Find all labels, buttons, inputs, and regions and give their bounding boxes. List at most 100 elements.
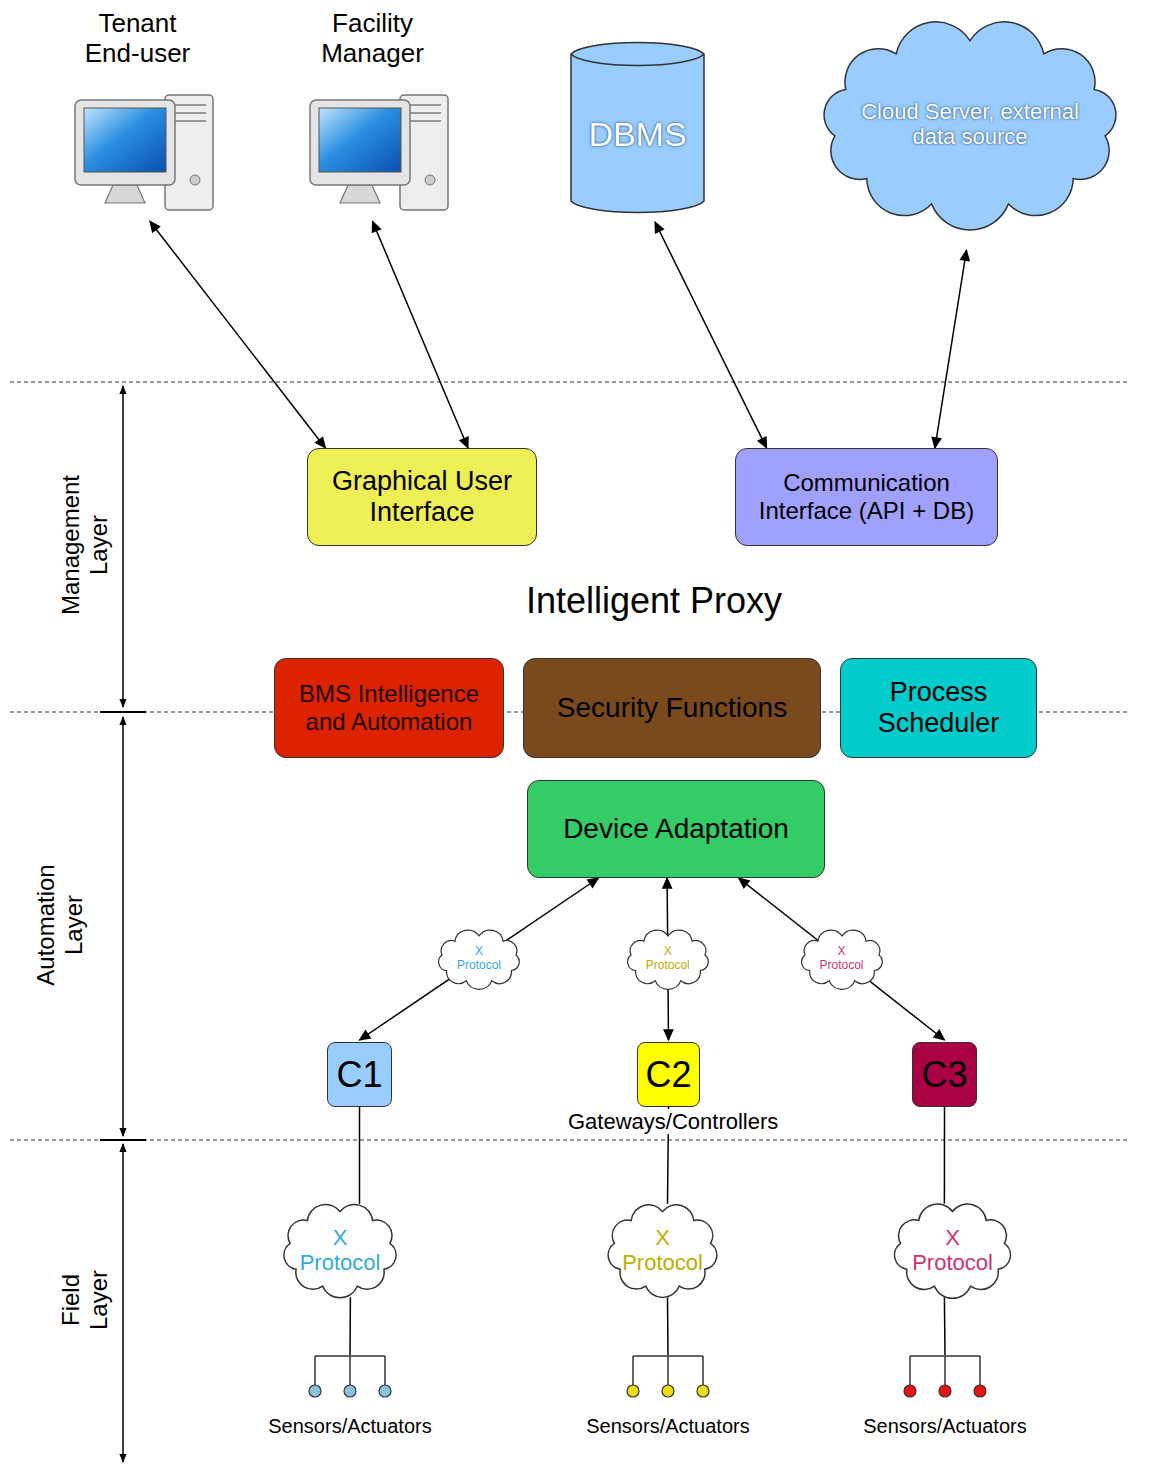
connector bbox=[935, 250, 967, 448]
sensor-dot bbox=[309, 1385, 321, 1397]
sensor-dot bbox=[344, 1385, 356, 1397]
cloud-outline bbox=[284, 1204, 396, 1297]
process-box: Device Adaptation bbox=[527, 780, 825, 878]
node-text: Tenant End-user bbox=[70, 9, 205, 69]
cloud-outline bbox=[824, 22, 1116, 230]
proxy-container: Intelligent Proxy Graphical User Interfac… bbox=[243, 412, 1065, 910]
monitor-screen bbox=[319, 108, 401, 172]
sensor-wiring bbox=[315, 1356, 385, 1385]
process-box: Graphical User Interface bbox=[307, 448, 537, 546]
sensor-group: Sensors/Actuators bbox=[568, 1355, 768, 1440]
monitor-screen bbox=[84, 108, 166, 172]
protocol-cloud: X Protocol bbox=[600, 1195, 725, 1305]
connector bbox=[655, 222, 767, 448]
connector bbox=[360, 878, 599, 1040]
node-text: Device Adaptation bbox=[563, 813, 789, 845]
edge-label: X Protocol bbox=[641, 945, 695, 973]
monitor-frame bbox=[75, 100, 175, 185]
controller-box: C2 bbox=[637, 1042, 700, 1107]
drop-wire bbox=[632, 1356, 634, 1385]
node-text: Sensors/Actuators bbox=[268, 1415, 431, 1438]
monitor-stand bbox=[340, 185, 380, 203]
drop-wire bbox=[979, 1356, 981, 1385]
node-text: Sensors/Actuators bbox=[863, 1415, 1026, 1438]
node-text: Communication Interface (API + DB) bbox=[742, 469, 991, 524]
layer-label: Field Layer bbox=[56, 1260, 114, 1340]
cloud-outline bbox=[895, 1204, 1011, 1298]
layer-divider bbox=[10, 382, 1130, 1140]
connector bbox=[739, 878, 945, 1040]
cylinder-rim bbox=[571, 54, 704, 66]
connector bbox=[359, 1107, 361, 1204]
protocol-cloud: X Protocol bbox=[885, 1195, 1020, 1305]
controller-box: C1 bbox=[327, 1042, 392, 1107]
node-text: Sensors/Actuators bbox=[586, 1415, 749, 1438]
node-text: X Protocol bbox=[295, 1225, 385, 1276]
drop-wire bbox=[384, 1356, 386, 1385]
protocol-cloud-label: X Protocol bbox=[431, 926, 527, 992]
sensor-dot bbox=[974, 1385, 986, 1397]
connector bbox=[667, 1297, 669, 1355]
sensor-dot bbox=[627, 1385, 639, 1397]
drive-bay bbox=[407, 104, 441, 106]
sensor-dot bbox=[904, 1385, 916, 1397]
sensor-dot bbox=[697, 1385, 709, 1397]
process-box: Communication Interface (API + DB) bbox=[735, 448, 998, 546]
drive-bay bbox=[172, 120, 206, 122]
proxy-outline-rect bbox=[244, 413, 1064, 909]
connector bbox=[944, 1297, 946, 1355]
drive-bay bbox=[407, 120, 441, 122]
drop-wire bbox=[349, 1356, 351, 1385]
layer-label: Management Layer bbox=[56, 470, 114, 620]
node-text: C1 bbox=[336, 1054, 382, 1095]
sensor-dot bbox=[379, 1385, 391, 1397]
protocol-cloud-label: X Protocol bbox=[620, 926, 716, 992]
node-text: C3 bbox=[921, 1054, 967, 1095]
node-text: Cloud Server, external data source bbox=[845, 99, 1095, 150]
cloud-server: Cloud Server, external data source bbox=[795, 5, 1145, 243]
connector bbox=[944, 1107, 946, 1204]
drive-bay bbox=[172, 112, 206, 114]
user-workstation: Tenant End-user bbox=[60, 5, 215, 215]
node-text: Process Scheduler bbox=[847, 677, 1030, 739]
node-text: Facility Manager bbox=[305, 9, 440, 69]
monitor-frame bbox=[310, 100, 410, 185]
process-box: Security Functions bbox=[523, 658, 821, 758]
node-text: C2 bbox=[645, 1054, 691, 1095]
cloud-outline bbox=[801, 930, 882, 989]
drive-bay bbox=[407, 112, 441, 114]
drop-wire bbox=[702, 1356, 704, 1385]
cylinder-body bbox=[571, 42, 704, 212]
database-cylinder: DBMS bbox=[570, 40, 705, 215]
power-button bbox=[190, 175, 200, 185]
cloud-outline bbox=[608, 1205, 717, 1298]
cloud-outline bbox=[627, 930, 708, 989]
cloud-outline bbox=[439, 930, 520, 989]
drop-wire bbox=[314, 1356, 316, 1385]
power-button bbox=[425, 175, 435, 185]
node-text: Security Functions bbox=[557, 692, 787, 724]
sensor-group: Sensors/Actuators bbox=[250, 1355, 450, 1440]
sensor-wiring bbox=[910, 1356, 980, 1385]
monitor-stand bbox=[105, 185, 145, 203]
node-text: Graphical User Interface bbox=[314, 466, 530, 528]
node-text: Intelligent Proxy bbox=[526, 580, 782, 621]
group-label: Gateways/Controllers bbox=[565, 1109, 781, 1134]
node-text: X Protocol bbox=[908, 1225, 998, 1276]
protocol-cloud-label: X Protocol bbox=[794, 926, 890, 992]
controller-box: C3 bbox=[912, 1042, 977, 1107]
sensor-group: Sensors/Actuators bbox=[845, 1355, 1045, 1440]
drop-wire bbox=[944, 1356, 946, 1385]
connector bbox=[373, 221, 469, 448]
process-box: Process Scheduler bbox=[840, 658, 1037, 758]
node-text: DBMS bbox=[588, 115, 686, 154]
drop-wire bbox=[909, 1356, 911, 1385]
sensor-dot bbox=[662, 1385, 674, 1397]
process-box: BMS Intelligence and Automation bbox=[274, 658, 504, 758]
sensor-dot bbox=[939, 1385, 951, 1397]
layer-label: Automation Layer bbox=[31, 855, 89, 995]
edge-label: X Protocol bbox=[815, 945, 869, 973]
node-text: X Protocol bbox=[618, 1225, 708, 1276]
drive-bay bbox=[172, 104, 206, 106]
